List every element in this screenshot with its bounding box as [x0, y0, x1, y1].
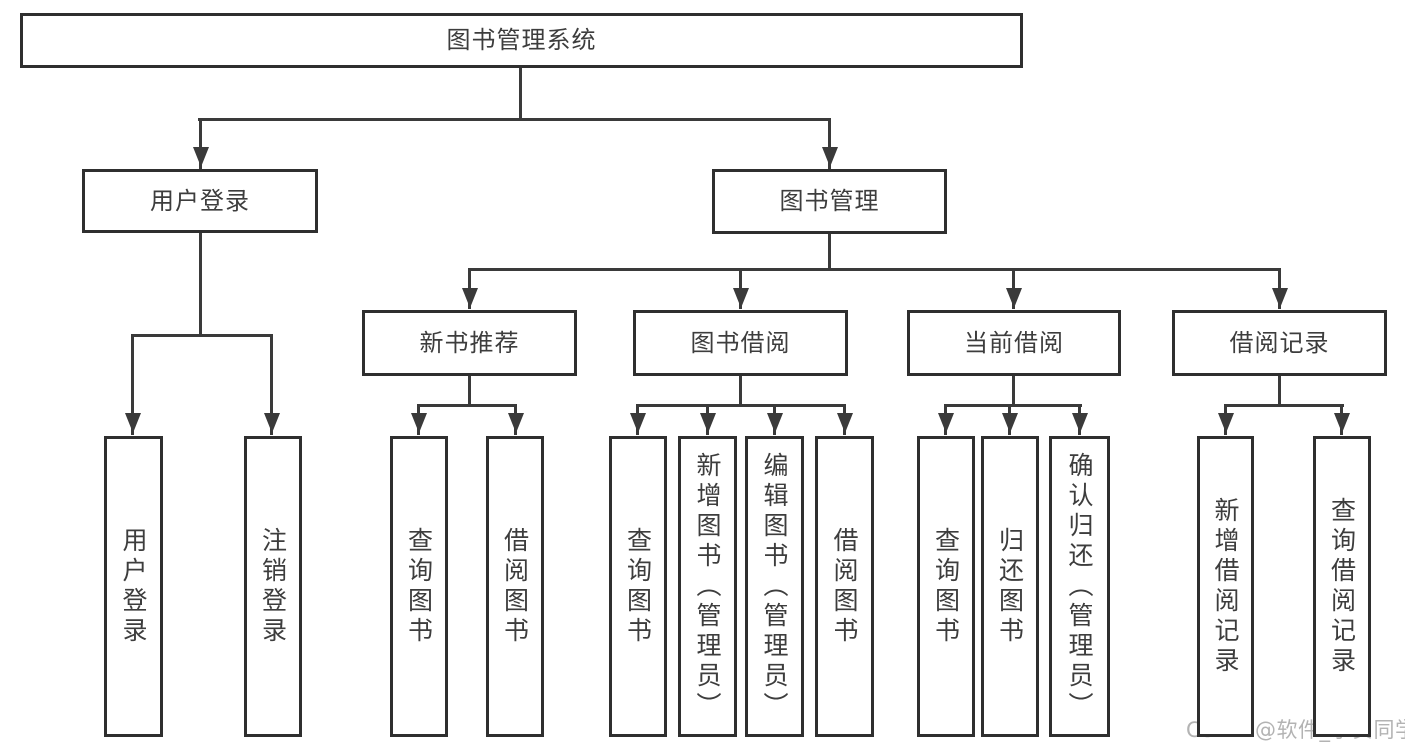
node-label: 借阅图书: [500, 526, 530, 647]
arrowhead-down: [732, 288, 749, 308]
node-label: 用户登录: [150, 186, 250, 215]
connector-line: [1012, 376, 1015, 406]
connector-line: [198, 118, 831, 121]
node-cur-confirm-return: 确认归还（管理员）: [1049, 436, 1110, 737]
arrowhead-down: [263, 413, 280, 433]
node-label: 新书推荐: [419, 328, 520, 357]
connector-line: [944, 404, 1082, 407]
node-label: 图书管理系统: [446, 26, 597, 55]
node-book-management-branch: 图书管理: [712, 169, 947, 234]
arrowhead-down: [821, 147, 838, 167]
arrowhead-down: [192, 147, 209, 167]
node-bor-add-books-admin: 新增图书（管理员）: [678, 436, 737, 737]
node-user-login-leaf: 用户登录: [104, 436, 163, 737]
connector-line: [131, 334, 134, 435]
node-label: 确认归还（管理员）: [1065, 451, 1094, 722]
connector-line: [519, 68, 522, 118]
node-label: 借阅图书: [830, 526, 859, 647]
connector-line: [270, 334, 273, 435]
connector-line: [199, 233, 202, 335]
node-logout-leaf: 注销登录: [244, 436, 302, 737]
node-new-book-recommend: 新书推荐: [362, 310, 577, 376]
node-borrowing-records: 借阅记录: [1172, 310, 1387, 376]
node-cur-return-books: 归还图书: [981, 436, 1039, 737]
node-cur-query-books: 查询图书: [917, 436, 975, 737]
arrowhead-down: [629, 413, 646, 433]
connector-line: [828, 118, 831, 169]
arrowhead-down: [699, 413, 716, 433]
arrowhead-down: [766, 413, 783, 433]
arrowhead-down: [124, 413, 141, 433]
node-label: 查询图书: [404, 526, 434, 647]
node-book-borrowing: 图书借阅: [633, 310, 848, 376]
node-label: 当前借阅: [964, 328, 1064, 357]
node-label: 图书借阅: [690, 328, 791, 357]
node-label: 图书管理: [779, 187, 880, 216]
node-current-borrowing: 当前借阅: [907, 310, 1121, 376]
node-label: 查询图书: [623, 526, 653, 647]
arrowhead-down: [1217, 413, 1234, 433]
connector-line: [828, 234, 831, 270]
node-add-borrow-record: 新增借阅记录: [1197, 436, 1254, 737]
node-rec-borrow-books: 借阅图书: [486, 436, 544, 737]
node-label: 查询图书: [931, 526, 961, 647]
node-label: 新增图书（管理员）: [693, 451, 722, 722]
arrowhead-down: [1271, 288, 1288, 308]
node-label: 借阅记录: [1229, 328, 1330, 357]
connector-line: [1224, 404, 1344, 407]
arrowhead-down: [461, 288, 478, 308]
arrowhead-down: [1001, 413, 1018, 433]
arrowhead-down: [410, 413, 427, 433]
node-root: 图书管理系统: [20, 13, 1023, 68]
connector-line: [468, 376, 471, 406]
node-rec-query-books: 查询图书: [390, 436, 448, 737]
node-bor-query-books: 查询图书: [609, 436, 667, 737]
arrowhead-down: [1071, 413, 1088, 433]
connector-line: [468, 268, 1281, 271]
connector-line: [1278, 376, 1281, 406]
arrowhead-down: [1005, 288, 1022, 308]
node-label: 用户登录: [119, 526, 148, 647]
connector-line: [417, 404, 517, 407]
node-user-login-branch: 用户登录: [82, 169, 318, 233]
node-label: 编辑图书（管理员）: [760, 451, 789, 722]
node-query-borrow-record: 查询借阅记录: [1313, 436, 1371, 737]
arrowhead-down: [836, 413, 853, 433]
node-label: 归还图书: [995, 526, 1025, 647]
arrowhead-down: [507, 413, 524, 433]
node-label: 注销登录: [258, 526, 288, 647]
arrowhead-down: [937, 413, 954, 433]
node-bor-borrow-books: 借阅图书: [815, 436, 874, 737]
connector-line: [739, 376, 742, 406]
connector-line: [131, 334, 273, 337]
arrowhead-down: [1333, 413, 1350, 433]
connector-line: [636, 404, 846, 407]
node-label: 查询借阅记录: [1327, 496, 1357, 677]
connector-line: [199, 118, 202, 169]
node-label: 新增借阅记录: [1211, 496, 1240, 677]
node-bor-edit-books-admin: 编辑图书（管理员）: [745, 436, 804, 737]
